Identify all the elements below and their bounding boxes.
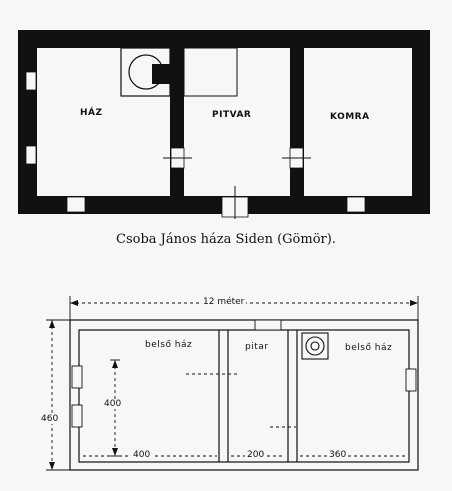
plan1-stove: [120, 47, 171, 97]
plan2-dimension-arrows: [49, 300, 418, 470]
room-label-belso-haz-right: belső ház: [345, 343, 393, 353]
room-label-pitvar: PITVAR: [212, 110, 252, 120]
plan2-windows: [71, 319, 417, 428]
dimension-room-height: 400: [102, 399, 124, 409]
dimension-total-height: 460: [39, 414, 61, 424]
dimension-left-width: 400: [131, 450, 153, 460]
dimension-total-width: 12 méter: [201, 297, 247, 307]
dimension-middle-width: 200: [245, 450, 267, 460]
plan1-door-swings: [163, 157, 311, 219]
plan1-walls: [18, 30, 430, 214]
plan1-windows: [25, 71, 366, 213]
room-label-komra: KOMRA: [330, 112, 370, 122]
dimension-right-width: 360: [327, 450, 349, 460]
room-label-haz: HÁZ: [80, 108, 103, 118]
plan1-caption: Csoba János háza Siden (Gömör).: [116, 232, 336, 247]
plan2-stove: [301, 332, 329, 360]
plan2-dimension-ticks: [46, 296, 419, 471]
room-label-pitar: pitar: [245, 342, 269, 352]
room-label-belso-haz-left: belső ház: [145, 340, 193, 350]
plan1-hearth: [183, 47, 238, 97]
plan2-walls: [69, 319, 419, 471]
plan2-dimension-lines: [51, 302, 418, 470]
